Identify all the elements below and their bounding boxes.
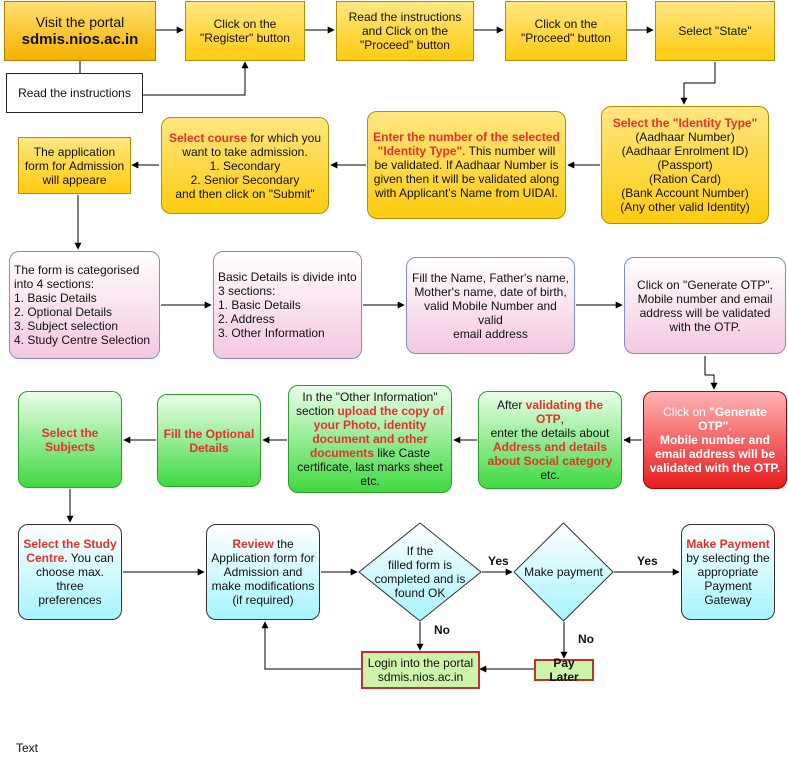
select-course-node: Select course for which you want to take… (161, 117, 329, 214)
basic-details-node: Basic Details is divide into 3 sections:… (213, 251, 362, 359)
edge-state-identity (680, 62, 716, 105)
edge-label-yes: Yes (637, 554, 658, 568)
footer-text: Text (16, 741, 39, 755)
upload-documents-node: In the "Other Information" section uploa… (288, 385, 452, 493)
edge-label-yes: Yes (488, 554, 509, 568)
click-register-node: Click on the "Register" button (185, 1, 305, 61)
make-payment-decision: Make payment (513, 522, 614, 622)
login-portal-node: Login into the portal sdmis.nios.ac.in (361, 651, 480, 689)
visit-portal-node: Visit the portal sdmis.nios.ac.in (4, 1, 156, 61)
pay-later-node: Pay Later (534, 656, 594, 684)
edge-label-no: No (578, 632, 594, 646)
edge-genotp1-genotp2 (704, 356, 718, 390)
decision-diamond-shape (358, 522, 482, 622)
identity-type-node: Select the "Identity Type" (Aadhaar Numb… (601, 106, 769, 224)
decision-diamond-shape (513, 522, 614, 622)
edge-label-no: No (434, 623, 450, 637)
fill-optional-node: Fill the Optional Details (157, 394, 261, 487)
select-subjects-node: Select the Subjects (18, 391, 122, 488)
form-sections-node: The form is categorised into 4 sections:… (9, 251, 160, 359)
edge-login-review (261, 621, 361, 670)
read-instructions-node: Read the instructions (6, 73, 143, 113)
fill-personal-details-node: Fill the Name, Father's name, Mother's n… (406, 257, 575, 354)
address-details-node: After validating the OTP, enter the deta… (478, 391, 622, 489)
application-form-node: The application form for Admission will … (18, 137, 131, 194)
form-ok-decision: If the filled form is completed and is f… (358, 522, 482, 622)
read-and-proceed-node: Read the instructions and Click on the "… (336, 1, 474, 61)
generate-otp-node: Click on "Generate OTP". Mobile number a… (624, 257, 786, 354)
make-payment-node: Make Payment by selecting the appropriat… (681, 524, 775, 620)
select-state-node: Select "State" (655, 1, 775, 61)
generate-otp-validate-node: Click on "Generate OTP". Mobile number a… (643, 391, 787, 489)
review-form-node: Review the Application form for Admissio… (206, 524, 320, 620)
enter-identity-number-node: Enter the number of the selected "Identi… (367, 111, 566, 219)
click-proceed-node: Click on the "Proceed" button (505, 1, 627, 61)
edge-instructions-register (79, 60, 245, 96)
select-study-centre-node: Select the Study Centre. You can choose … (18, 524, 122, 620)
